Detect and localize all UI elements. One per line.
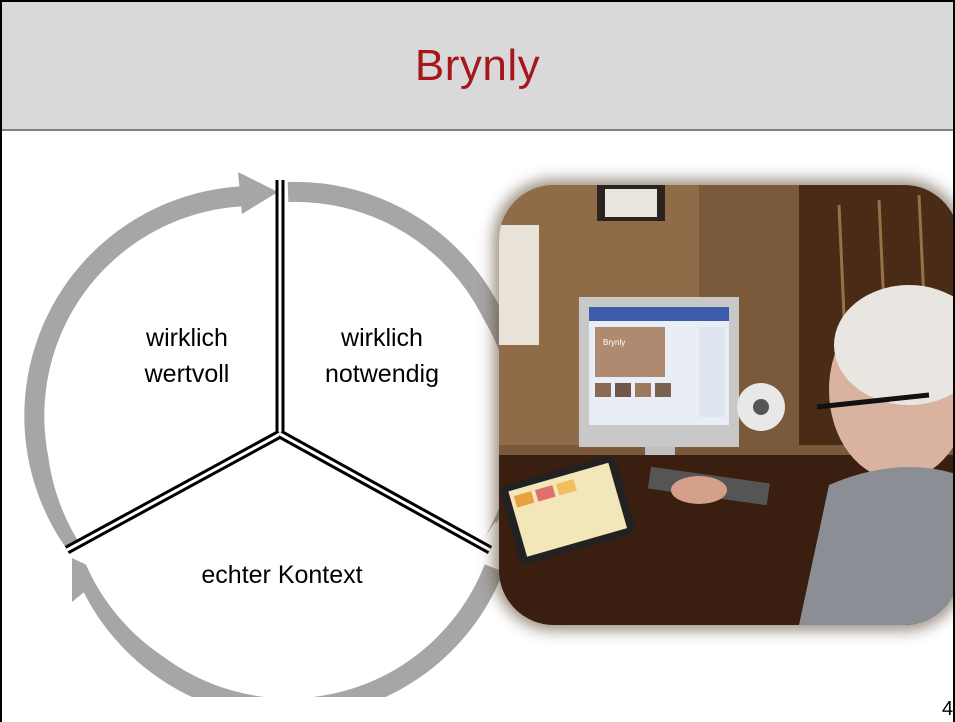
photo-screen-text: Brynly (603, 338, 625, 347)
arrow-arc-left (24, 186, 253, 548)
photo-user-at-computer: Brynly (499, 185, 953, 625)
segment-label-kontext: echter Kontext (152, 557, 412, 593)
segment-label-line: wirklich (146, 324, 228, 352)
arrowhead-bottom (72, 558, 106, 602)
slide-title: Brynly (414, 40, 541, 90)
arrow-arc-right (287, 181, 502, 523)
photo-person-shirt (799, 467, 953, 625)
cycle-arrows (24, 172, 502, 697)
segment-label-wertvoll: wirklich wertvoll (102, 320, 272, 392)
cycle-diagram (24, 172, 502, 697)
arrowhead-left (238, 172, 278, 214)
segment-label-line: wertvoll (144, 360, 230, 388)
arrow-arc-bottom (78, 564, 502, 697)
title-bar: Brynly (2, 2, 953, 131)
segment-notwendig (283, 216, 502, 545)
cycle-segments (46, 180, 502, 693)
segment-label-notwendig: wirklich notwendig (292, 320, 472, 392)
segment-label-line: echter Kontext (201, 561, 363, 589)
page-number: 4 (942, 698, 954, 720)
segment-kontext (82, 440, 480, 693)
segment-label-line: wirklich (341, 324, 423, 352)
segment-label-line: notwendig (325, 360, 439, 388)
photo-tablet (500, 455, 635, 564)
